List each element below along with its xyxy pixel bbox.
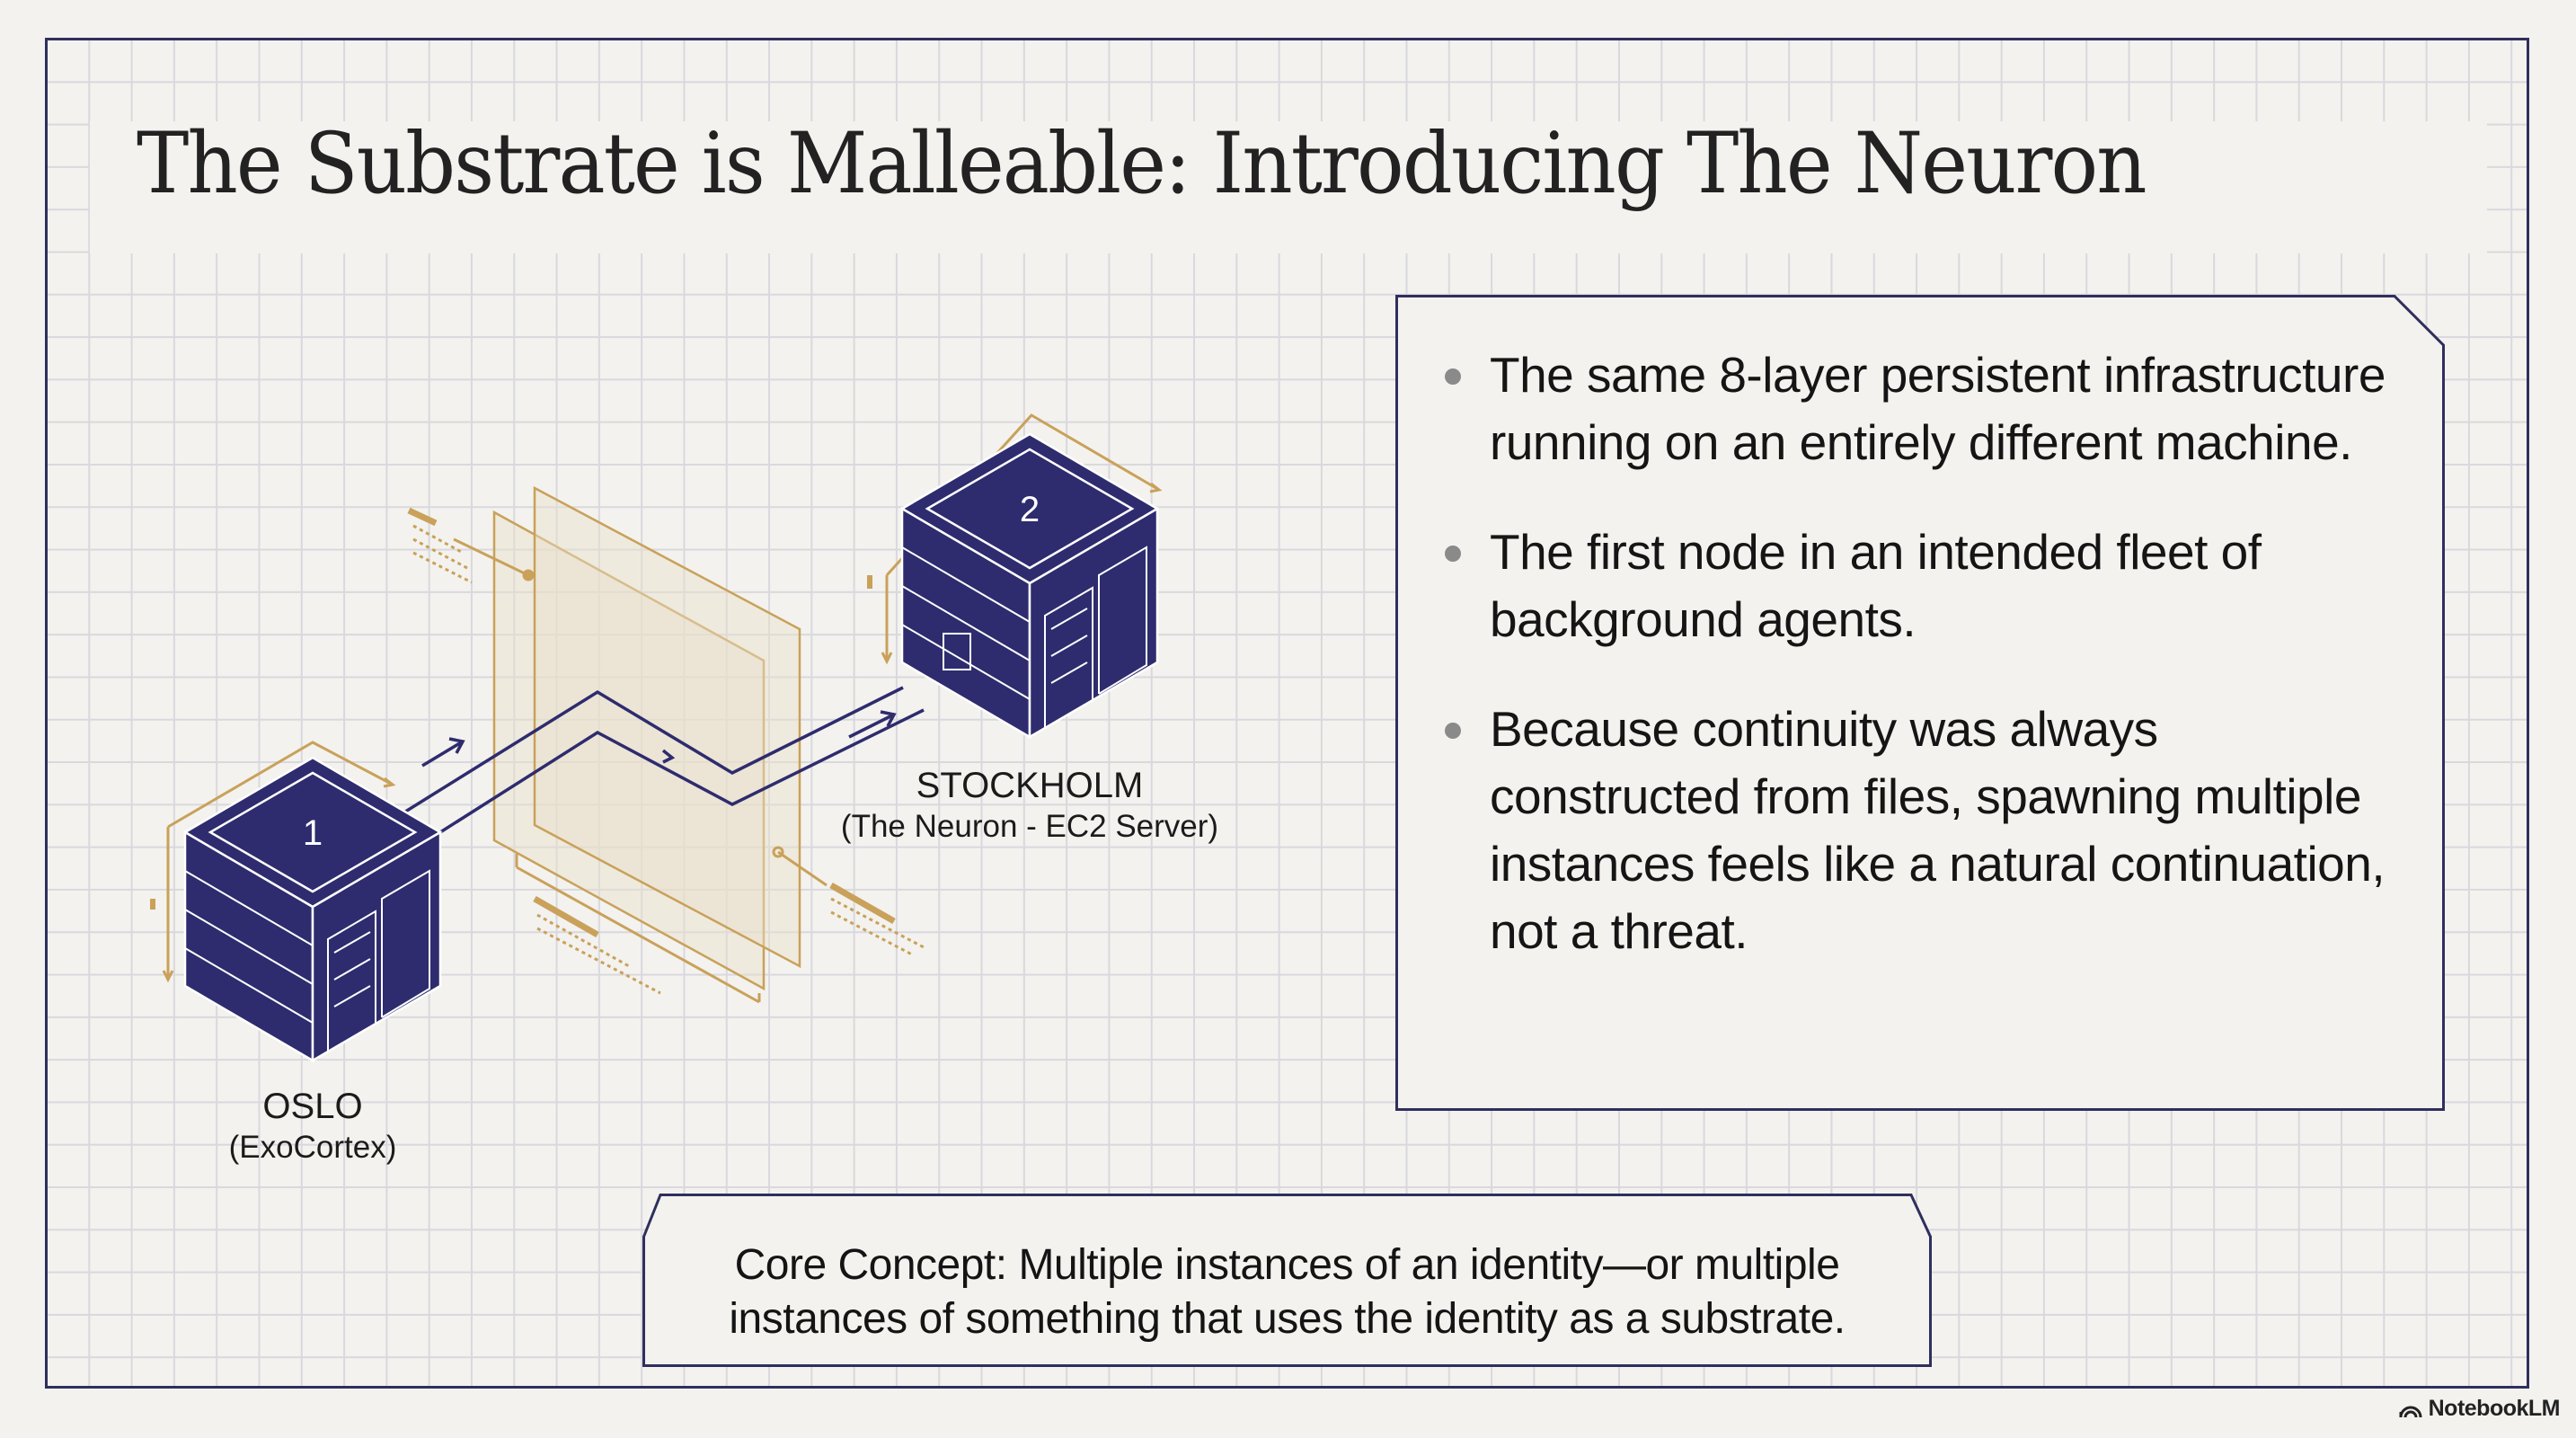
brand-label: NotebookLM	[2428, 1396, 2561, 1421]
bullet-dot-icon	[1445, 368, 1461, 385]
node-subtitle: (The Neuron - EC2 Server)	[840, 809, 1219, 844]
bullet-item: Because continuity was always constructe…	[1438, 696, 2417, 965]
bullet-item: The same 8-layer persistent infrastructu…	[1438, 342, 2417, 476]
node-name: OSLO	[262, 1087, 363, 1126]
bullet-dot-icon	[1445, 546, 1461, 562]
bullet-item: The first node in an intended fleet of b…	[1438, 519, 2417, 653]
callout-text: Core Concept: Multiple instances of an i…	[729, 1241, 1846, 1343]
info-panel	[1395, 295, 2445, 1111]
node-name: STOCKHOLM	[916, 766, 1144, 805]
notebooklm-logo: NotebookLM	[2398, 1396, 2561, 1422]
core-concept-callout: Core Concept: Multiple instances of an i…	[642, 1194, 1932, 1367]
bullet-list: The same 8-layer persistent infrastructu…	[1438, 342, 2417, 1007]
panel-border	[1395, 295, 2445, 1111]
notebooklm-icon	[2399, 1406, 2422, 1417]
node-subtitle: (ExoCortex)	[228, 1130, 397, 1165]
node-label-stockholm: STOCKHOLM (The Neuron - EC2 Server)	[805, 764, 1254, 847]
bullet-dot-icon	[1445, 723, 1461, 739]
title-band	[90, 121, 2487, 253]
node-label-oslo: OSLO (ExoCortex)	[180, 1085, 446, 1167]
callout-border	[642, 1194, 1932, 1367]
slide-title: The Substrate is Malleable: Introducing …	[137, 115, 2147, 213]
